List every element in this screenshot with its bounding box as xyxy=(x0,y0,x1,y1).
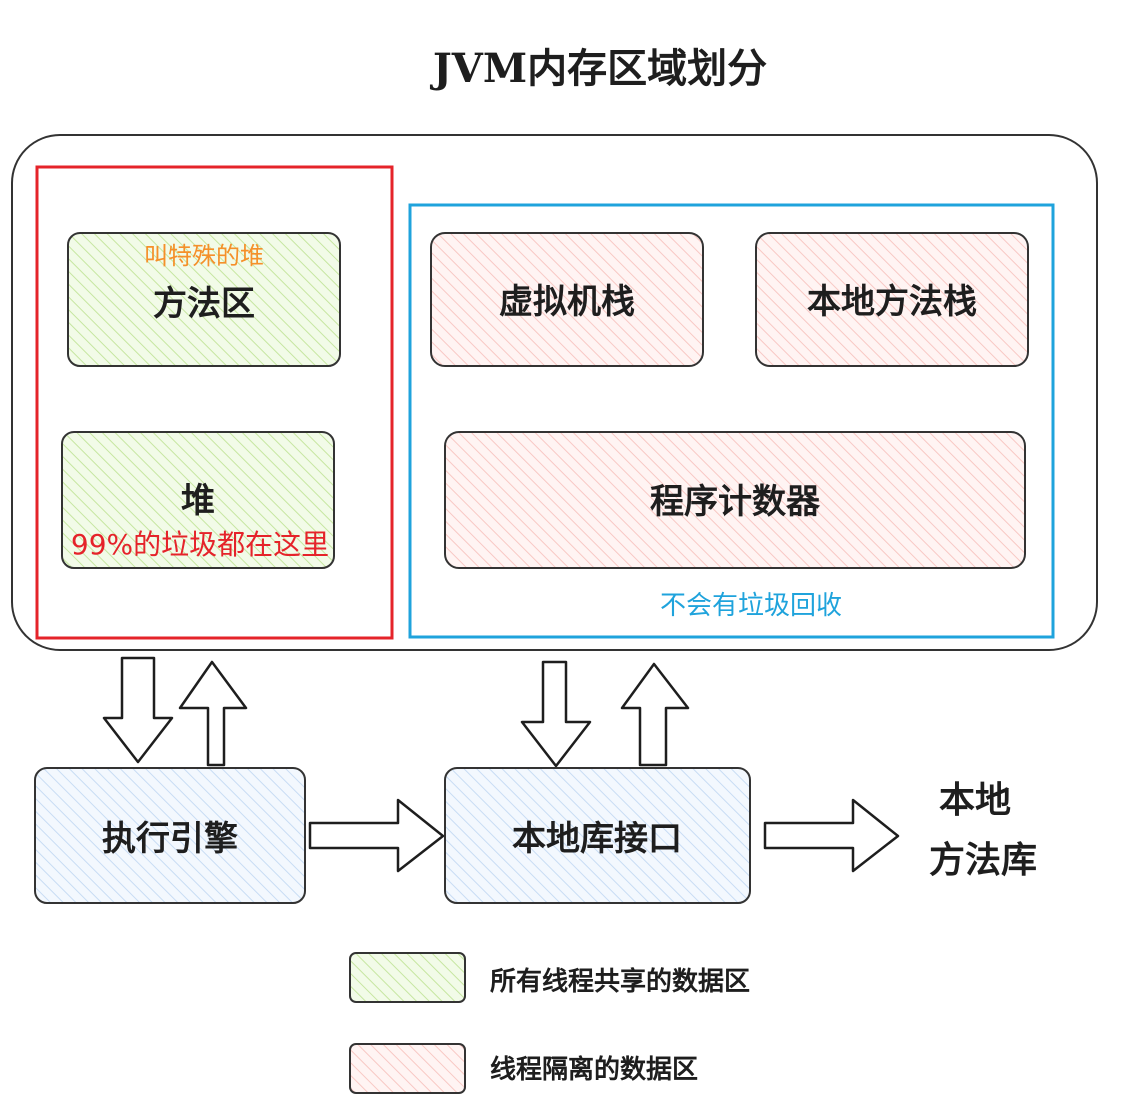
legend-swatch-green xyxy=(349,952,466,1003)
program-counter-box: 程序计数器 xyxy=(444,431,1026,569)
execution-engine-label: 执行引擎 xyxy=(102,819,238,859)
heap-box: 堆 99%的垃圾都在这里 xyxy=(61,431,335,569)
legend: 所有线程共享的数据区 线程隔离的数据区 xyxy=(349,952,750,1094)
up-arrow-right xyxy=(620,662,690,767)
method-area-label: 方法区 xyxy=(153,284,255,324)
down-arrow-right xyxy=(520,660,592,768)
native-interface-box: 本地库接口 xyxy=(444,767,751,904)
heap-note: 99%的垃圾都在这里 xyxy=(71,528,329,561)
down-arrow-left xyxy=(102,656,174,764)
legend-swatch-red xyxy=(349,1043,466,1094)
shared-area-border xyxy=(35,165,394,640)
legend-item-shared: 所有线程共享的数据区 xyxy=(349,952,750,1003)
method-area-note: 叫特殊的堆 xyxy=(144,242,264,270)
vm-stack-label: 虚拟机栈 xyxy=(499,282,635,322)
native-library-label-line1: 本地 xyxy=(939,779,1011,821)
heap-label: 堆 xyxy=(181,481,215,521)
vm-stack-box: 虚拟机栈 xyxy=(430,232,704,367)
legend-item-isolated: 线程隔离的数据区 xyxy=(349,1043,698,1094)
native-method-stack-label: 本地方法栈 xyxy=(807,282,977,322)
runtime-data-area xyxy=(11,134,1098,651)
isolated-area-note: 不会有垃圾回收 xyxy=(660,591,842,621)
legend-label-shared: 所有线程共享的数据区 xyxy=(490,966,750,997)
up-arrow-left xyxy=(178,660,248,767)
native-library-label-line2: 方法库 xyxy=(929,839,1037,881)
legend-label-isolated: 线程隔离的数据区 xyxy=(490,1054,698,1085)
native-interface-label: 本地库接口 xyxy=(512,819,682,859)
diagram-title: JVM内存区域划分 xyxy=(430,45,767,92)
right-arrow-engine-to-interface xyxy=(308,798,445,873)
right-arrow-interface-to-library xyxy=(763,798,900,873)
isolated-area-border xyxy=(408,203,1055,639)
method-area-box: 叫特殊的堆 方法区 xyxy=(67,232,341,367)
program-counter-label: 程序计数器 xyxy=(650,482,821,522)
native-method-stack-box: 本地方法栈 xyxy=(755,232,1029,367)
execution-engine-box: 执行引擎 xyxy=(34,767,306,904)
